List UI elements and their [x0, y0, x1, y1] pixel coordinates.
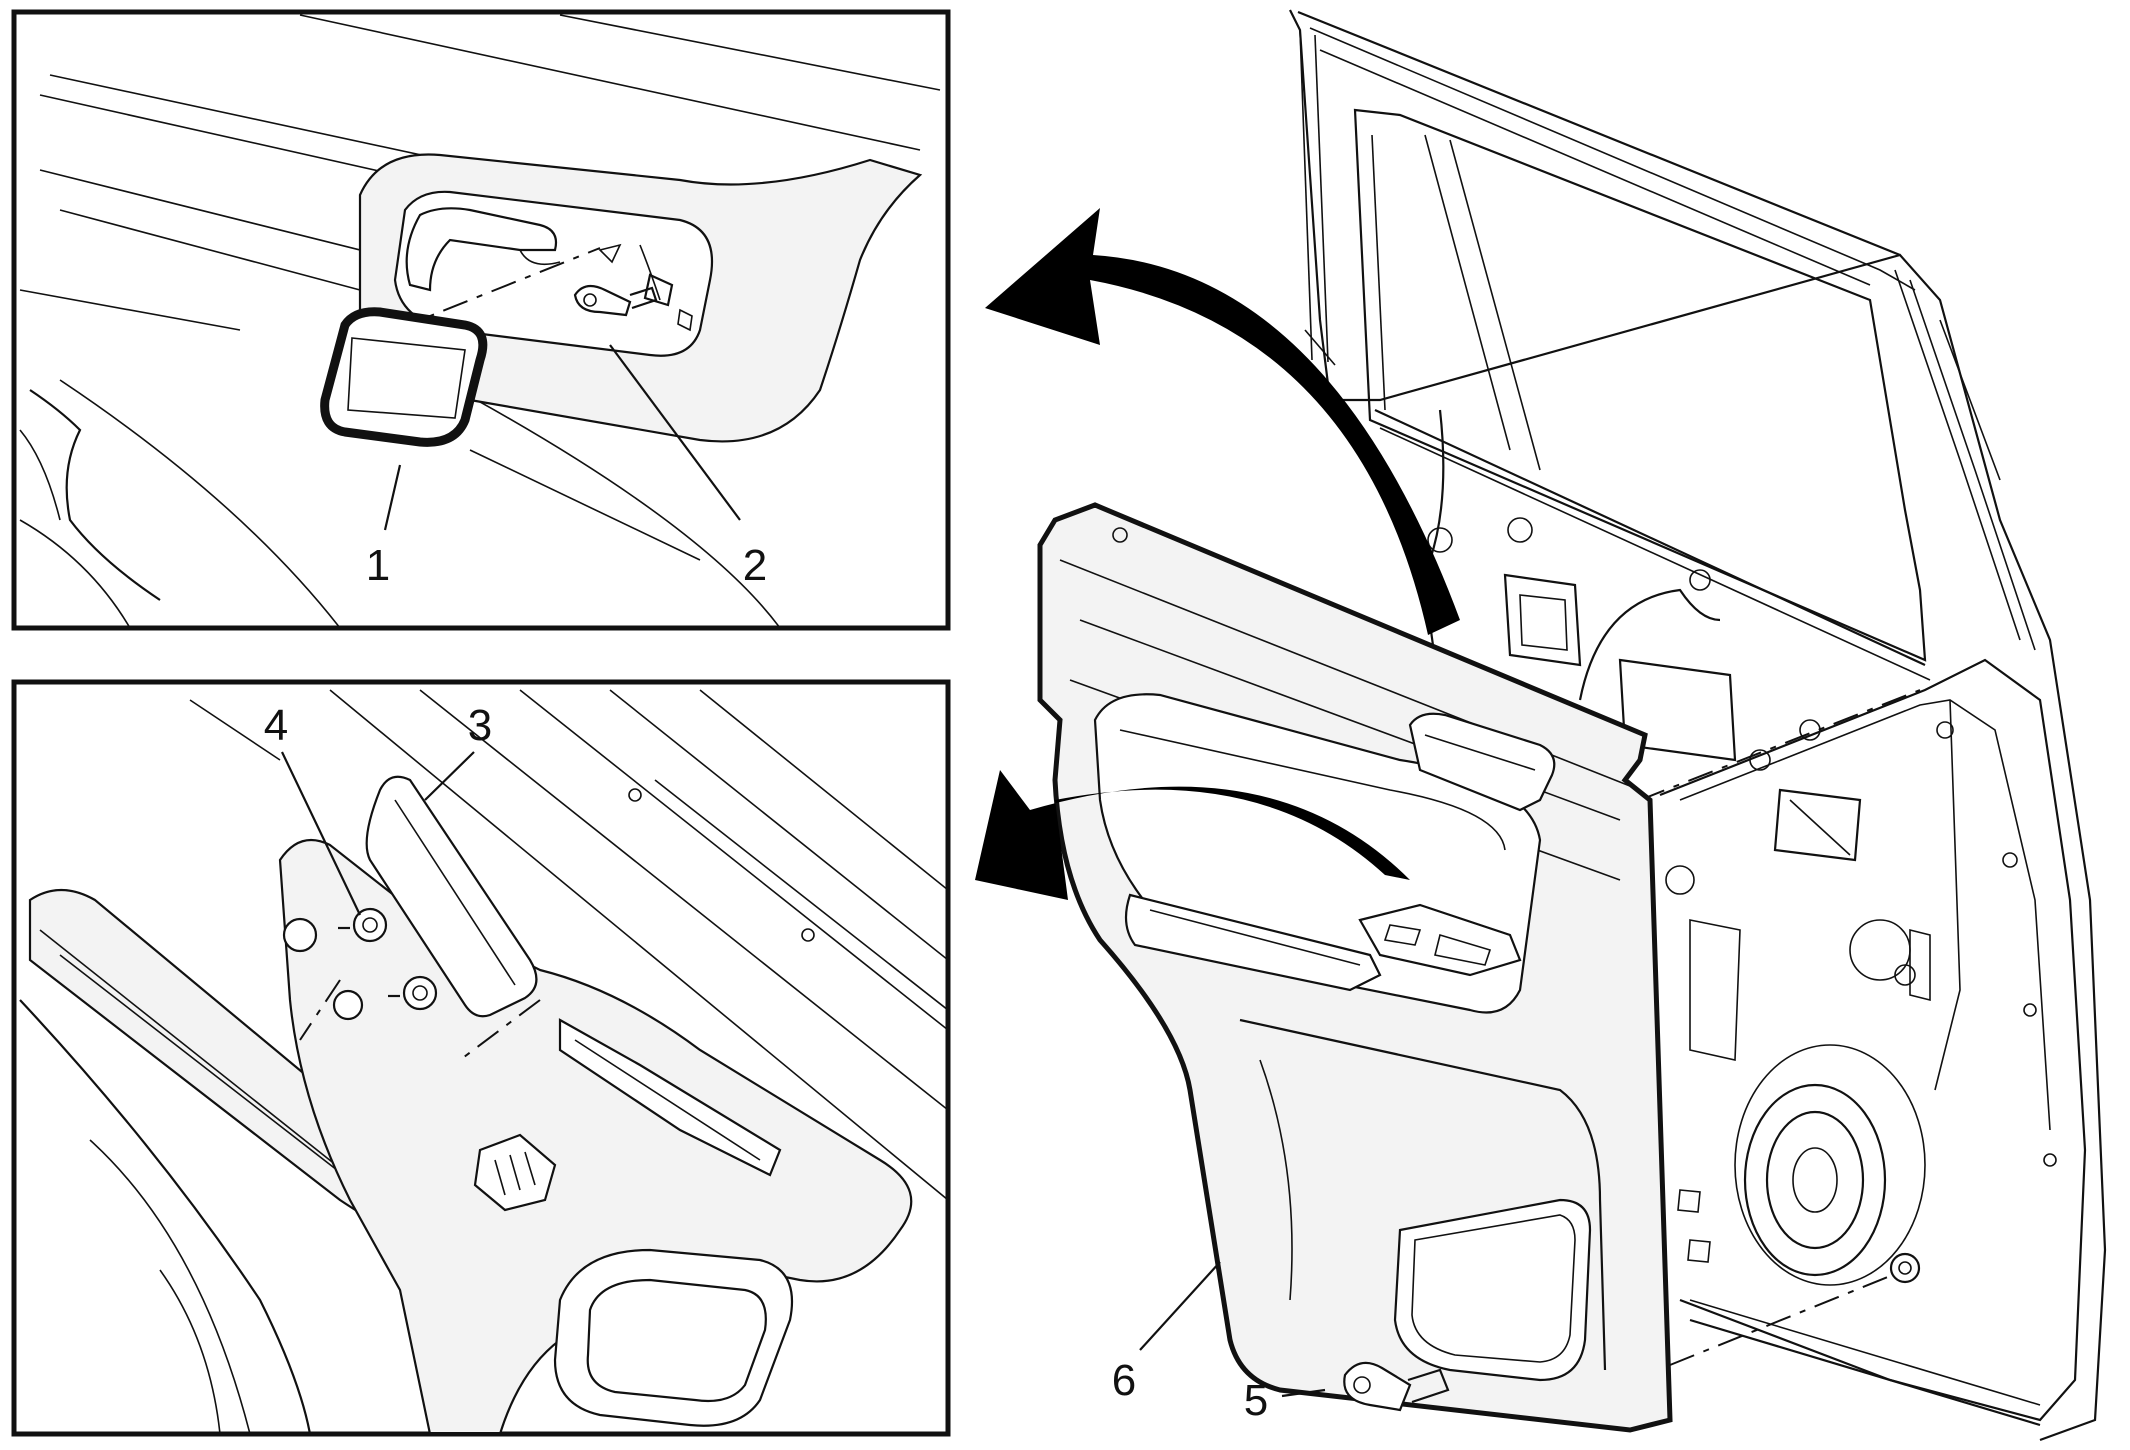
removal-arrow-lower-icon	[975, 770, 1410, 900]
callout-4: 4	[264, 701, 288, 750]
callout-1: 1	[366, 541, 390, 590]
removal-arrow-upper-icon	[985, 208, 1460, 635]
trim-cap-1-icon	[320, 307, 488, 447]
trim-cover-3-icon	[365, 775, 538, 1018]
callout-6: 6	[1112, 1356, 1136, 1405]
door-trim-panel-6	[1037, 502, 1673, 1433]
screw-5-icon	[1343, 1361, 1450, 1412]
screw-2-icon	[573, 284, 658, 317]
door-frame-illustration	[1289, 9, 2107, 1442]
push-clip-4-icon	[338, 907, 438, 1011]
speaker-icon	[1734, 1044, 1926, 1286]
inset-top-detail: 1 2	[11, 9, 951, 631]
callout-5: 5	[1244, 1376, 1268, 1425]
callout-3: 3	[468, 701, 492, 750]
inset-bottom-detail: 4 3	[11, 679, 951, 1437]
callout-2: 2	[743, 541, 767, 590]
leader-6	[1139, 1261, 1221, 1351]
leader-5	[1281, 1388, 1326, 1398]
